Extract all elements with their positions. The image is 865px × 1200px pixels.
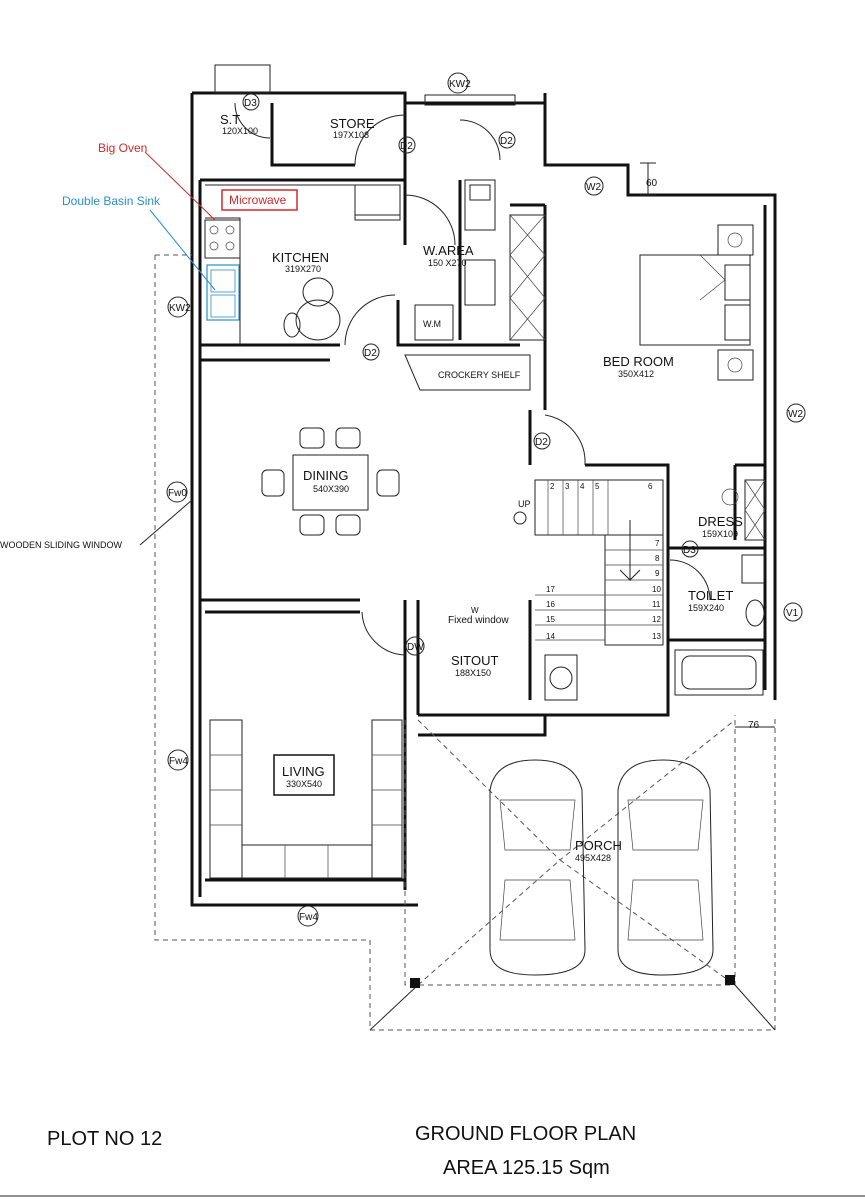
tag-d2-bed: D2 — [535, 437, 548, 448]
dining-set — [261, 427, 400, 536]
tag-d2-store: D2 — [400, 141, 413, 152]
double-basin-sink-label: Double Basin Sink — [62, 194, 161, 208]
dashed-outlines — [154, 254, 776, 1031]
big-oven-label: Big Oven — [98, 141, 147, 155]
fixed-window-tag: W — [471, 606, 479, 615]
warea-fixtures — [404, 179, 546, 391]
step-2: 2 — [550, 482, 555, 491]
step-12: 12 — [652, 615, 661, 624]
plan-area: AREA 125.15 Sqm — [443, 1157, 610, 1179]
room-sitout-name: SITOUT — [451, 653, 498, 668]
plan-title: GROUND FLOOR PLAN — [415, 1123, 637, 1145]
tag-dw: DW — [407, 642, 424, 653]
tag-d3-st: D3 — [244, 98, 257, 109]
step-4: 4 — [580, 482, 585, 491]
kitchen-counter — [204, 184, 401, 345]
opening-tags: KW2 KW2 D3 D2 D2 D2 D2 D3 W2 W2 Fw0 Fw4 … — [166, 72, 806, 927]
dim-76: 76 — [748, 720, 760, 731]
room-warea-size: 150 X270 — [428, 258, 467, 268]
toilet-fixtures — [674, 479, 766, 696]
step-10: 10 — [652, 585, 661, 594]
tag-kw2-left: KW2 — [169, 303, 191, 314]
wm-label: W.M — [423, 319, 441, 329]
room-store-name: STORE — [330, 116, 375, 131]
dim-60: 60 — [646, 178, 658, 189]
room-st-size: 120X100 — [222, 126, 258, 136]
room-dining-name: DINING — [303, 468, 349, 483]
plot-number: PLOT NO 12 — [47, 1128, 163, 1150]
door-swings — [234, 102, 711, 656]
room-kitchen-size: 319X270 — [285, 264, 321, 274]
room-store-size: 197X108 — [333, 130, 369, 140]
room-living-name: LIVING — [282, 764, 325, 779]
stair-numbers: 2 3 4 5 6 7 8 9 10 11 12 13 17 16 15 14 — [546, 482, 661, 641]
tag-d2-kitchen: D2 — [364, 348, 377, 359]
step-16: 16 — [546, 600, 555, 609]
step-6: 6 — [648, 482, 653, 491]
tag-d2-warea: D2 — [500, 136, 513, 147]
microwave-label: Microwave — [229, 193, 287, 207]
tag-d3-toilet: D3 — [683, 545, 696, 556]
double-basin-sink — [206, 264, 240, 321]
room-dining-size: 540X390 — [313, 484, 349, 494]
room-porch-name: PORCH — [575, 838, 622, 853]
room-sitout-size: 188X150 — [455, 668, 491, 678]
tag-kw2-top: KW2 — [449, 79, 471, 90]
step-15: 15 — [546, 615, 555, 624]
tag-w2-right: W2 — [788, 409, 803, 420]
room-st-name: S.T — [220, 112, 240, 127]
room-kitchen-name: KITCHEN — [272, 250, 329, 265]
room-dress-size: 159X109 — [702, 529, 738, 539]
room-living-size: 330X540 — [286, 779, 322, 789]
room-dress-name: DRESS — [698, 514, 743, 529]
step-9: 9 — [655, 569, 660, 578]
tag-fw0: Fw0 — [168, 488, 187, 499]
bed — [639, 224, 754, 381]
room-bedroom-name: BED ROOM — [603, 354, 674, 369]
top-shelf — [424, 94, 516, 106]
wooden-sliding-window-label: WOODEN SLIDING WINDOW — [0, 540, 123, 550]
fixed-window-label: Fixed window — [448, 615, 509, 626]
staircase — [513, 479, 664, 646]
step-7: 7 — [655, 539, 660, 548]
big-oven-hob — [204, 219, 241, 259]
tag-fw4-bottom: Fw4 — [299, 912, 318, 923]
room-porch-size: 495X428 — [575, 853, 611, 863]
room-warea-name: W.AREA — [423, 243, 474, 258]
microwave-box — [221, 189, 298, 211]
step-17: 17 — [546, 585, 555, 594]
step-14: 14 — [546, 632, 555, 641]
step-8: 8 — [655, 554, 660, 563]
living-sofa — [209, 719, 403, 879]
step-3: 3 — [565, 482, 570, 491]
room-toilet-name: TOILET — [688, 588, 733, 603]
room-bedroom-size: 350X412 — [618, 369, 654, 379]
room-toilet-size: 159X240 — [688, 603, 724, 613]
step-13: 13 — [652, 632, 661, 641]
tag-fw4-left: Fw4 — [169, 756, 188, 767]
crockery-shelf-label: CROCKERY SHELF — [438, 370, 521, 380]
chimney — [214, 64, 271, 94]
walls — [190, 91, 777, 907]
tag-v1: V1 — [786, 608, 799, 619]
up-label: UP — [518, 499, 531, 509]
gas-cylinder — [544, 654, 578, 701]
step-11: 11 — [652, 600, 661, 609]
tag-w2-top: W2 — [586, 182, 601, 193]
porch-cars — [410, 759, 735, 988]
step-5: 5 — [595, 482, 600, 491]
